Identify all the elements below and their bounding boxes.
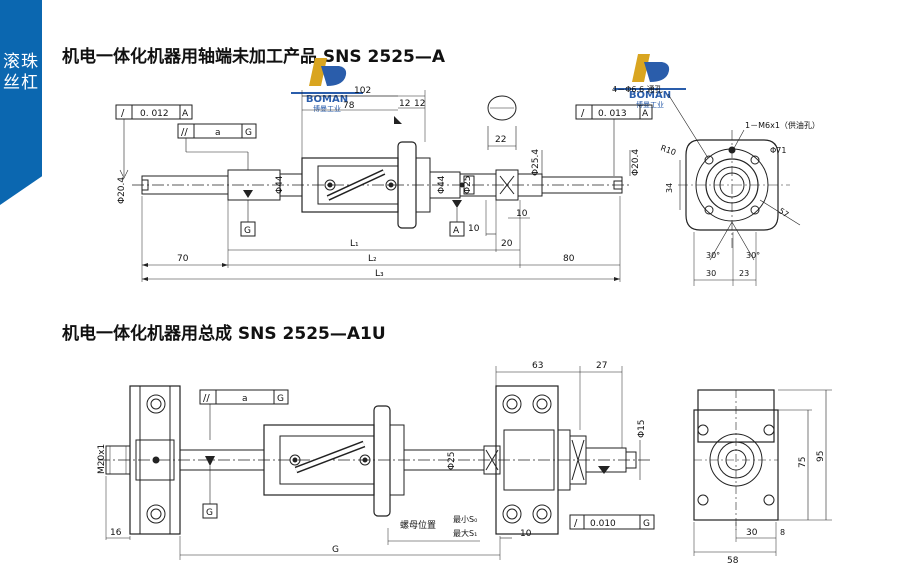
nut-min-label: 最小S₀ — [453, 515, 477, 524]
tol-runout-3-datum: A — [642, 109, 649, 119]
bottom-end-view: 75 95 30 8 58 — [693, 389, 832, 566]
side-category-tab: 滚珠丝杠 — [0, 0, 42, 205]
nut-position-label: 螺母位置 — [400, 519, 436, 531]
datum-a-top: A — [453, 226, 460, 236]
dim-L3: L₃ — [375, 269, 384, 279]
dim-70: 70 — [177, 254, 189, 264]
dim-16: 16 — [110, 528, 122, 538]
dim-75: 75 — [798, 457, 808, 468]
dim-12b: 12 — [414, 99, 425, 109]
brand-logo-right: BOMAN 博曼工业 — [610, 52, 690, 108]
dim-phi25-4: Φ25.4 — [531, 149, 541, 176]
brand-logo-left: BOMAN 博曼工业 — [287, 56, 367, 112]
dim-27: 27 — [596, 361, 607, 371]
svg-text:/: / — [574, 518, 578, 529]
tol-bottom-datum: G — [277, 394, 284, 404]
nut-max-label: 最大S₁ — [453, 528, 477, 538]
tol-runout-1-datum: A — [182, 109, 189, 119]
logo-mark-icon: BOMAN 博曼工业 — [614, 54, 686, 108]
tol-bottom-value: a — [242, 394, 248, 404]
page-title-bottom: 机电一体化机器用总成 SNS 2525—A1U — [62, 324, 386, 344]
dim-L2: L₂ — [368, 254, 377, 264]
dim-L1: L₁ — [350, 239, 359, 249]
tol-runout-2-datum: G — [245, 128, 252, 138]
tol-bottom-2-value: 0.010 — [590, 519, 616, 529]
dim-80: 80 — [563, 254, 575, 264]
datum-g-bottom: G — [206, 508, 213, 518]
flange-r10: R10 — [659, 143, 677, 157]
dim-phi15: Φ15 — [637, 419, 647, 438]
logo-brand-text: BOMAN — [629, 90, 671, 101]
dim-58: 58 — [727, 556, 739, 566]
svg-text://: // — [203, 393, 210, 404]
dim-8-bottom: 8 — [780, 528, 785, 537]
datum-g-top: G — [244, 226, 251, 236]
dim-phi20-4-right: Φ20.4 — [631, 149, 641, 176]
svg-text://: // — [181, 127, 188, 138]
dim-10a: 10 — [468, 224, 480, 234]
page-title-top: 机电一体化机器用轴端未加工产品 SNS 2525—A — [62, 47, 446, 67]
dim-20: 20 — [501, 239, 513, 249]
logo-mark-icon: BOMAN 博曼工业 — [291, 58, 363, 112]
tol-runout-2-value: a — [215, 128, 221, 138]
logo-subtitle-text: 博曼工业 — [636, 100, 664, 108]
side-category-label: 滚珠丝杠 — [3, 52, 39, 93]
dim-phi25-bottom: Φ25 — [447, 451, 457, 470]
logo-brand-text: BOMAN — [306, 94, 348, 105]
dim-phi44-a: Φ44 — [275, 175, 285, 194]
dim-12a: 12 — [399, 99, 410, 109]
dim-22: 22 — [495, 135, 506, 145]
dim-phi25: Φ25 — [463, 175, 473, 194]
logo-subtitle-text: 博曼工业 — [313, 104, 341, 112]
tol-runout-1-value: 0. 012 — [140, 109, 169, 119]
dim-10: 10 — [520, 529, 532, 539]
flange-oil-hole-note: 1－M6x1（供油孔） — [745, 120, 820, 130]
dim-102: 102 — [354, 86, 371, 96]
dim-78: 78 — [343, 101, 355, 111]
top-side-view: 22 102 78 12 12 / 0. 012 A // a G G — [115, 86, 653, 282]
dim-phi44-b: Φ44 — [437, 175, 447, 194]
dim-63: 63 — [532, 361, 543, 371]
dim-G: G — [332, 545, 339, 555]
flange-phi71: Φ71 — [770, 146, 786, 155]
flange-34: 34 — [665, 183, 674, 193]
svg-text:/: / — [581, 108, 585, 119]
flange-angle-right: 30° — [746, 251, 760, 260]
tol-runout-3-value: 0. 013 — [598, 109, 627, 119]
flange-30: 30 — [706, 269, 716, 278]
dim-10b: 10 — [516, 209, 528, 219]
flange-angle-left: 30° — [706, 251, 720, 260]
dim-30-bottom: 30 — [746, 528, 758, 538]
svg-text:/: / — [121, 108, 125, 119]
tol-bottom-2-datum: G — [643, 519, 650, 529]
flange-holes-note: 4－Φ6.6 通孔 — [612, 84, 663, 94]
dim-phi20-4-left: Φ20.4 — [117, 177, 127, 204]
flange-23: 23 — [739, 269, 749, 278]
dim-95: 95 — [816, 451, 826, 462]
dim-m20: M20x1 — [97, 444, 107, 474]
bottom-assembly-view: // a G G / 0.010 G M20x1 16 G 10 螺母位置 最小… — [97, 361, 655, 560]
